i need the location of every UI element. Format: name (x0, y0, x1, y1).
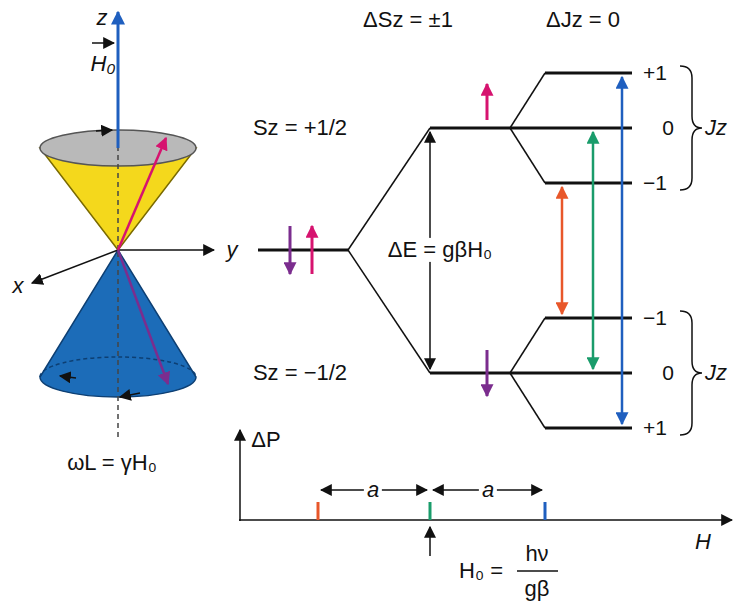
level-number: 0 (662, 361, 674, 384)
field-vector-label: H₀ (90, 52, 115, 76)
energy-gap-label: ΔE = gβH₀ (385, 238, 495, 262)
selection-rule: ΔSz = ±1 (363, 8, 453, 32)
resonance-field-label: H₀ = (459, 559, 503, 583)
axis-label: x (13, 274, 24, 298)
energy-level (430, 372, 632, 375)
energy-level (258, 249, 348, 252)
spin-vector (118, 138, 166, 250)
spin-state-label: Sz = −1/2 (253, 361, 347, 385)
precession-cone (120, 393, 140, 397)
quantum-number-label: Jz (705, 361, 727, 385)
spectrum-axis (317, 502, 320, 520)
larmor-frequency-label: ωL = γH₀ (67, 451, 157, 475)
brace (680, 311, 702, 435)
splitting-label: a (479, 478, 497, 502)
coordinate-axes (32, 12, 214, 440)
coordinate-axes (117, 12, 120, 148)
axis-title: H (695, 530, 711, 554)
axis-title: ΔP (251, 428, 280, 452)
spectrum-axis (239, 519, 732, 521)
splitting-label: a (364, 478, 382, 502)
transition-arrow (621, 77, 624, 424)
spectrum-axis (239, 430, 241, 521)
spin-state-label: Sz = +1/2 (253, 116, 347, 140)
level-number: −1 (643, 171, 667, 194)
energy-level (510, 73, 545, 128)
energy-level (510, 373, 545, 428)
brace (680, 66, 702, 190)
energy-level (545, 182, 632, 185)
quantum-number-label: Jz (705, 116, 727, 140)
precession-cone (60, 376, 76, 378)
coordinate-axes (117, 252, 119, 440)
spin-arrow (311, 226, 314, 274)
energy-level (348, 250, 430, 373)
transition-arrow (561, 187, 564, 314)
spectrum-axis (239, 430, 732, 571)
coordinate-axes (32, 250, 118, 283)
fraction-denominator: gβ (525, 577, 550, 601)
energy-level (545, 317, 632, 320)
level-number: +1 (643, 416, 667, 439)
brace (680, 66, 702, 435)
spectrum-axis (429, 527, 431, 556)
spin-arrow (486, 350, 489, 396)
precession-cone (96, 130, 112, 131)
coordinate-axes (118, 249, 214, 251)
spectrum-axis (517, 570, 558, 572)
spin-arrow (289, 226, 292, 274)
coordinate-axes (117, 148, 119, 250)
coordinate-axes (92, 42, 114, 44)
level-number: 0 (662, 116, 674, 139)
axis-label: y (227, 238, 238, 262)
energy-level (545, 427, 632, 430)
spectrum-axis (429, 502, 432, 520)
selection-rule: ΔJz = 0 (546, 8, 620, 32)
spectrum-axis (544, 502, 547, 520)
energy-level (348, 128, 430, 250)
fraction-numerator: hν (525, 542, 548, 566)
transition-arrow (592, 132, 595, 369)
energy-level (510, 128, 545, 183)
energy-level (545, 72, 632, 75)
spin-vector (118, 250, 168, 384)
energy-level (510, 318, 545, 373)
energy-level (430, 127, 632, 130)
spin-arrow (486, 84, 489, 120)
level-number: −1 (643, 306, 667, 329)
spin-vector (118, 138, 168, 384)
axis-label: z (97, 6, 108, 30)
level-number: +1 (643, 61, 667, 84)
